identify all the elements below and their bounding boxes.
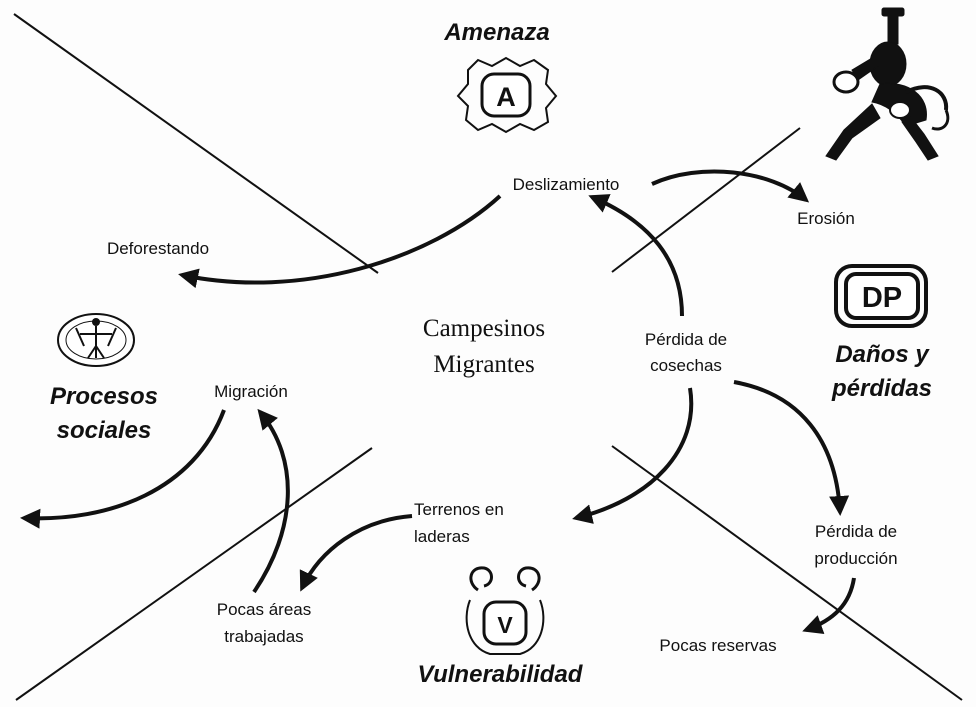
damage-badge-letters: DP (862, 282, 902, 314)
node-few-areas-line1: Pocas áreas (217, 600, 312, 619)
threat-badge-icon: A (456, 56, 558, 134)
node-production-loss-line1: Pérdida de (815, 522, 897, 541)
node-few-areas-line2: trabajadas (224, 627, 303, 646)
arrow-landslide-to-deforesting (178, 194, 502, 289)
damage-title-line2: pérdidas (831, 375, 932, 402)
arrow-crop-loss-to-landslide (588, 194, 684, 317)
arrow-crop-loss-to-hillside-land (572, 387, 694, 524)
center-title-line2: Migrantes (433, 351, 534, 378)
threat-title: Amenaza (443, 19, 549, 46)
node-hillside-land-line1: Terrenos en (414, 500, 504, 519)
node-crop-loss-line2: cosechas (650, 356, 722, 375)
damage-badge-icon: DP (834, 264, 928, 328)
node-erosion: Erosión (797, 209, 855, 228)
running-figure-icon (825, 7, 950, 161)
arrow-production-loss-to-few-reserves (802, 577, 856, 635)
node-few-reserves: Pocas reservas (659, 636, 776, 655)
threat-badge-letter: A (496, 82, 516, 112)
node-crop-loss-line1: Pérdida de (645, 330, 727, 349)
node-migration: Migración (214, 382, 288, 401)
arrow-landslide-to-erosion (651, 169, 810, 203)
node-deforesting: Deforestando (107, 239, 209, 258)
arrow-migration-to-left (20, 409, 226, 529)
divider-bottom-right (611, 445, 963, 701)
social-title-line2: sociales (57, 417, 152, 444)
arrow-few-areas-to-migration (252, 408, 290, 594)
social-title-line1: Procesos (50, 383, 158, 410)
node-production-loss-line2: producción (814, 549, 897, 568)
center-title-line1: Campesinos (423, 315, 545, 342)
social-processes-icon (57, 313, 135, 367)
divider-top-right (611, 127, 801, 273)
node-hillside-land-line2: laderas (414, 527, 470, 546)
node-landslide: Deslizamiento (513, 175, 620, 194)
vulnerability-badge-icon: V (465, 566, 545, 655)
vulnerability-badge-letter: V (497, 612, 513, 638)
arrow-crop-loss-to-production-loss (733, 380, 850, 516)
damage-title-line1: Daños y (835, 341, 930, 368)
divider-bottom-left (15, 447, 373, 701)
vulnerability-title: Vulnerabilidad (418, 661, 584, 688)
divider-top-left (13, 13, 379, 274)
arrow-hillside-land-to-few-areas (299, 514, 413, 592)
